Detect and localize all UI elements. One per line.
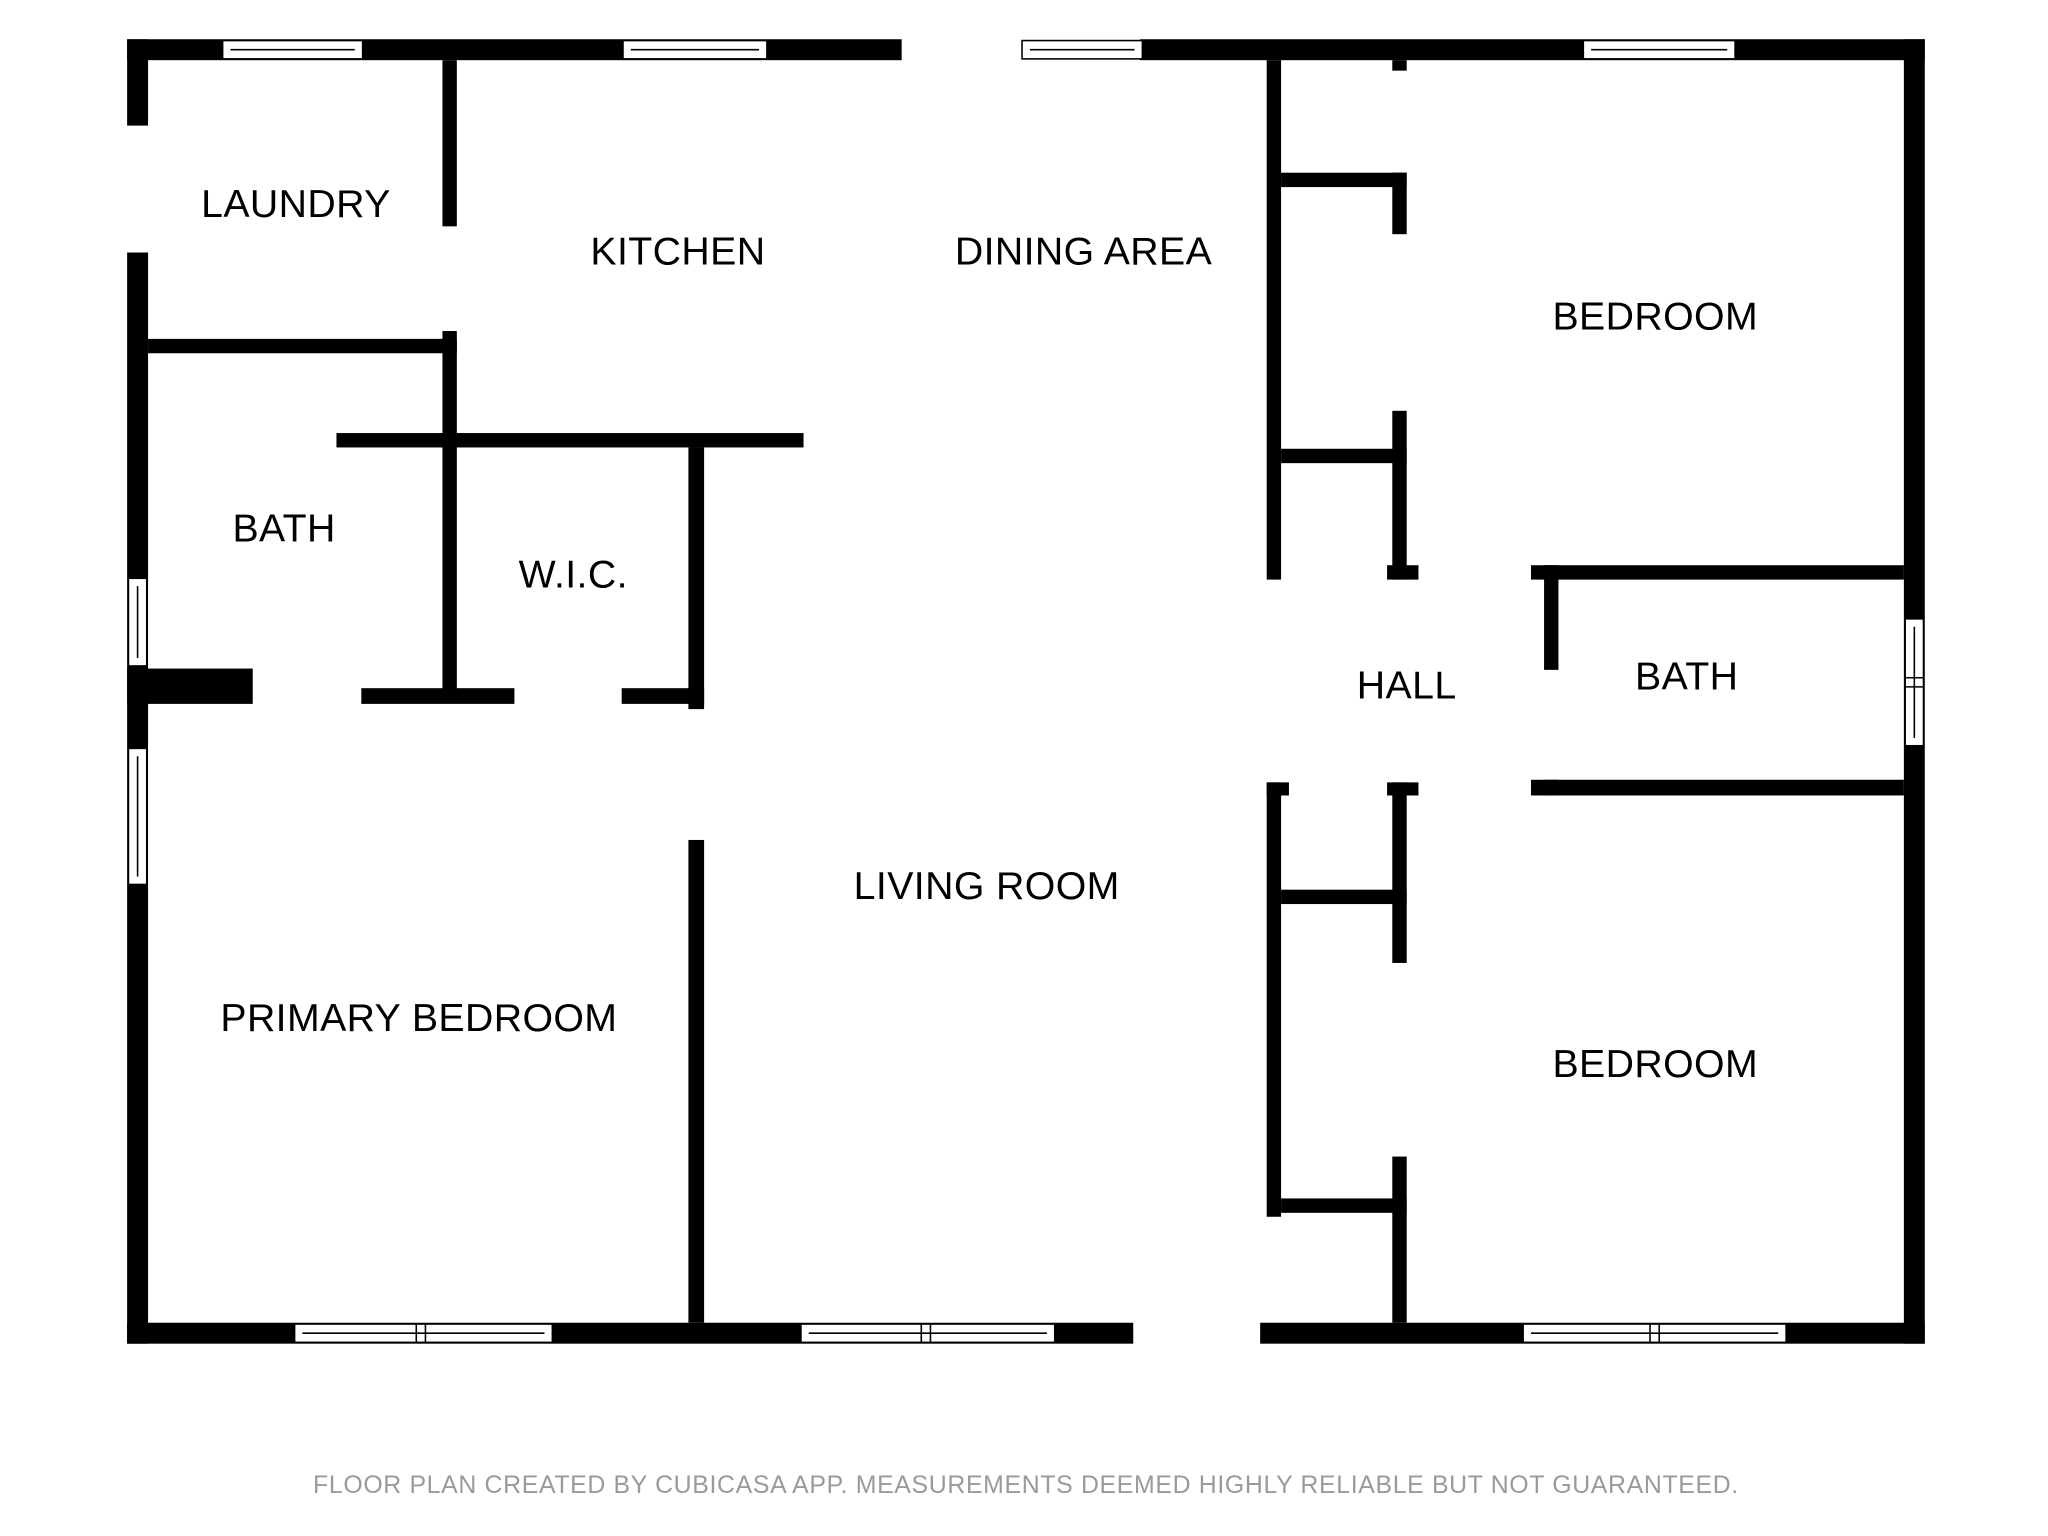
room-label-bath-1: BATH — [232, 507, 335, 551]
window-laundry-top — [221, 39, 364, 60]
room-label-kitchen: KITCHEN — [590, 229, 765, 273]
window-bath-left — [127, 577, 148, 667]
footer-disclaimer: FLOOR PLAN CREATED BY CUBICASA APP. MEAS… — [313, 1472, 1739, 1499]
window-bath-right — [1904, 618, 1925, 747]
room-label-bath-2: BATH — [1635, 654, 1738, 698]
windows — [127, 39, 1925, 1344]
room-label-dining-area: DINING AREA — [955, 229, 1213, 273]
window-kitchen-top — [622, 39, 768, 60]
room-label-bedroom-1: BEDROOM — [1552, 295, 1758, 339]
window-bedroom1-top — [1582, 39, 1736, 60]
window-living-bottom — [800, 1323, 1056, 1344]
room-label-bedroom-2: BEDROOM — [1552, 1042, 1758, 1086]
room-labels: LAUNDRY KITCHEN DINING AREA BEDROOM BATH… — [201, 182, 1758, 1086]
window-primary-left — [127, 747, 148, 886]
room-label-laundry: LAUNDRY — [201, 182, 391, 226]
room-label-living-room: LIVING ROOM — [854, 864, 1120, 908]
window-bedroom2-bottom — [1522, 1323, 1787, 1344]
room-label-hall: HALL — [1357, 664, 1457, 708]
room-label-primary-bedroom: PRIMARY BEDROOM — [220, 996, 617, 1040]
window-dining-top — [1021, 39, 1144, 60]
window-primary-bottom — [293, 1323, 554, 1344]
room-label-wic: W.I.C. — [519, 552, 628, 596]
